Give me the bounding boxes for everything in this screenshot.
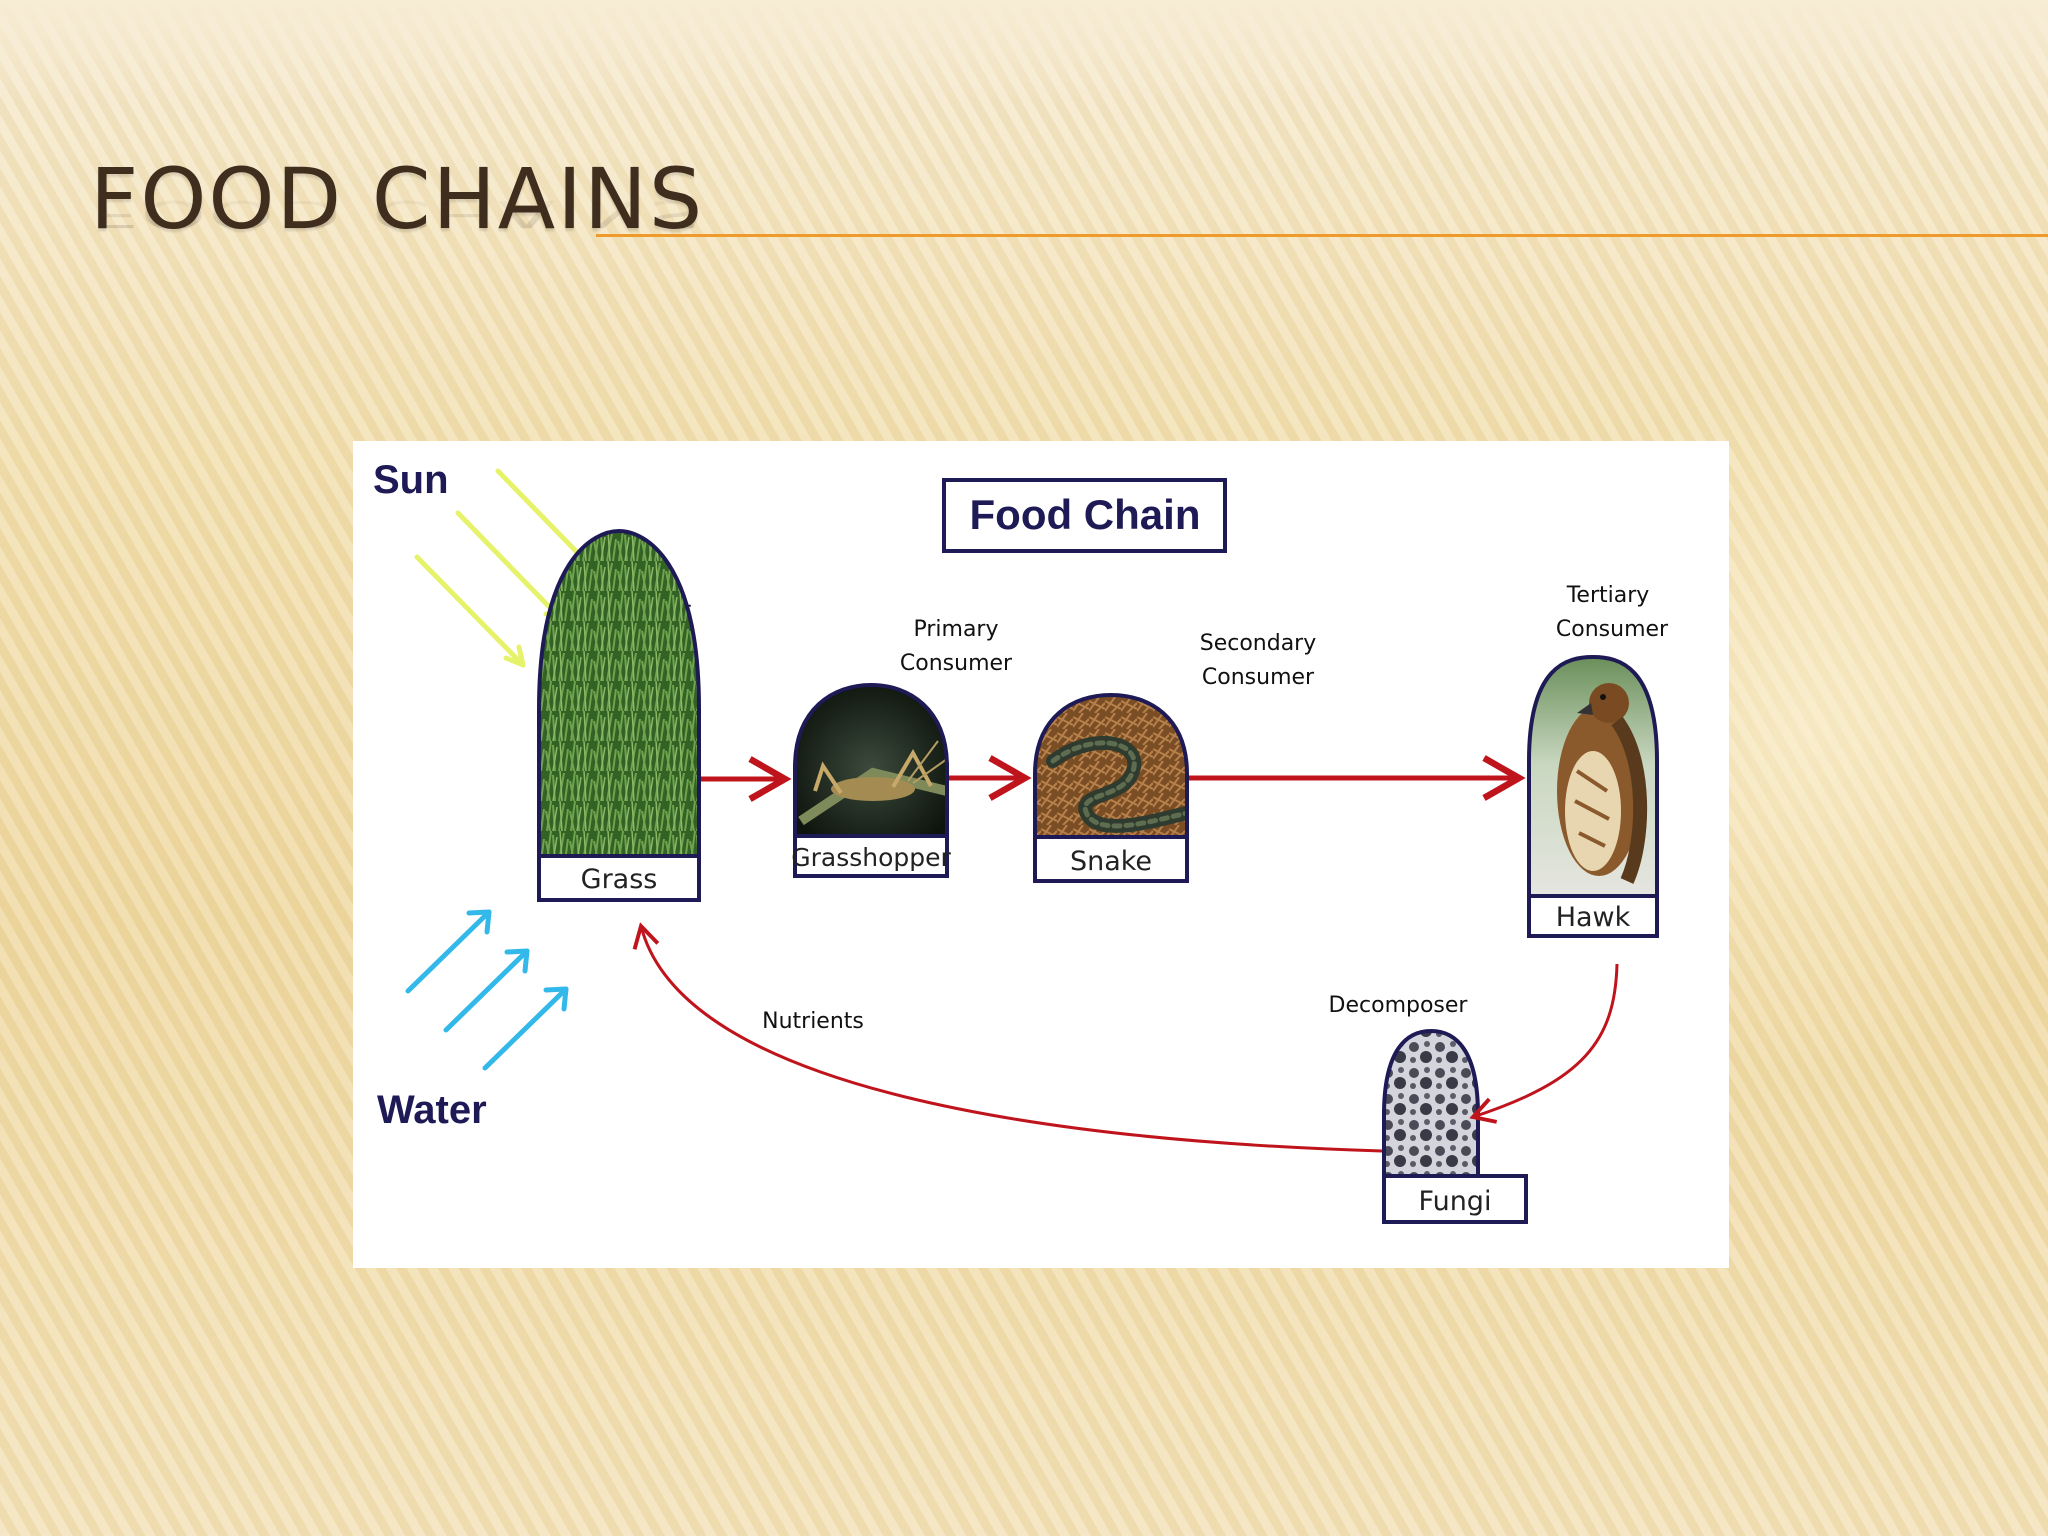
decomposer-role-label: Decomposer [1329, 993, 1469, 1018]
fungi-name: Fungi [1419, 1186, 1492, 1217]
snake-name: Snake [1070, 846, 1152, 877]
hawk-name: Hawk [1556, 902, 1631, 933]
secondary-role-line2: Consumer [1202, 665, 1315, 690]
nutrients-label: Nutrients [762, 1009, 864, 1034]
arrow-fungi-to-grass [641, 926, 1382, 1151]
primary-role-line1: Primary [913, 617, 998, 642]
tertiary-role-line1: Tertiary [1566, 583, 1650, 608]
water-label: Water [377, 1088, 487, 1132]
food-chain-svg: Sun Water Food Chain Producer Grass Prim… [353, 441, 1729, 1268]
tertiary-role-line2: Consumer [1556, 617, 1669, 642]
fungi-image [1384, 1031, 1478, 1177]
title-underline [596, 234, 2048, 237]
sun-label: Sun [373, 458, 449, 502]
grasshopper-name: Grasshopper [791, 843, 951, 872]
primary-role-line2: Consumer [900, 651, 1013, 676]
diagram-heading: Food Chain [970, 491, 1201, 538]
secondary-role-line1: Secondary [1200, 631, 1317, 656]
grass-image [539, 531, 699, 857]
arrow-hawk-to-fungi [1473, 964, 1617, 1117]
food-chain-diagram: Sun Water Food Chain Producer Grass Prim… [353, 441, 1729, 1268]
slide-title-reflection: FOOD CHAINS [90, 192, 704, 236]
grass-name: Grass [581, 864, 658, 895]
hawk-image [1529, 657, 1657, 897]
water-flow-icon [408, 912, 566, 1068]
background-top-band [0, 0, 2048, 100]
